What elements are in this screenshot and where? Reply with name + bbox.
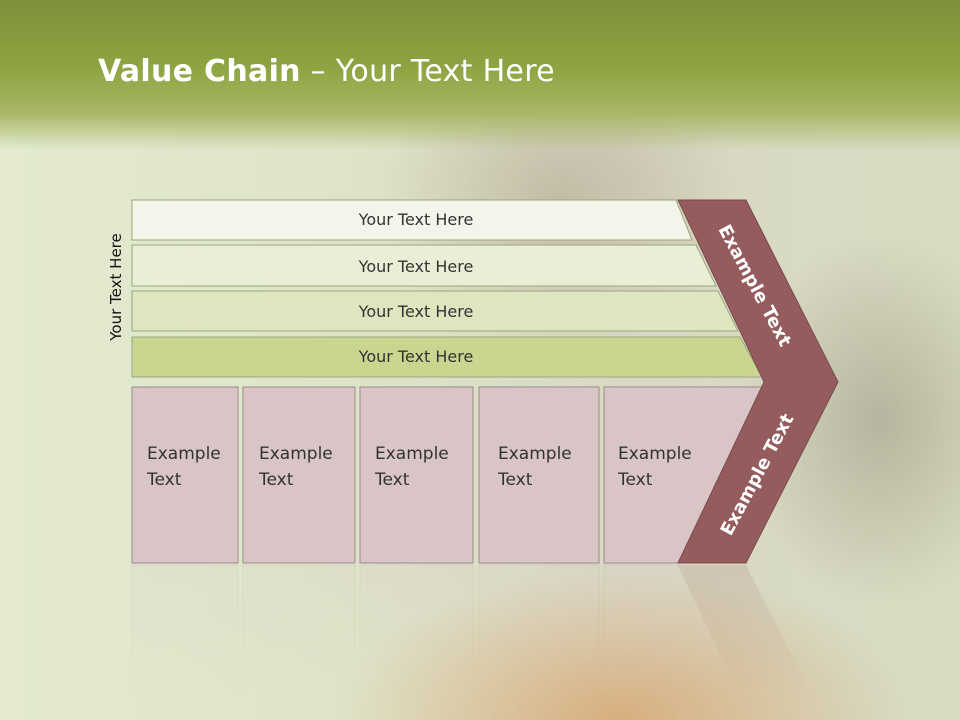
primary-box-3 xyxy=(359,386,474,564)
primary-box-1-line2: Text xyxy=(146,470,182,490)
reflection-box-3 xyxy=(359,564,474,720)
diagram-reflection xyxy=(131,564,825,720)
reflection-box-4 xyxy=(478,564,600,720)
support-band-label-2: Your Text Here xyxy=(358,257,474,276)
reflection-box-1 xyxy=(131,564,239,720)
support-band-label-4: Your Text Here xyxy=(358,347,474,366)
primary-box-4-line1: Example xyxy=(498,444,572,464)
primary-box-3-line1: Example xyxy=(375,444,449,464)
reflection-box-5 xyxy=(603,564,753,720)
support-band-3 xyxy=(131,290,739,332)
primary-box-2-line2: Text xyxy=(258,470,294,490)
title-bar xyxy=(0,0,960,150)
reflection-chevron xyxy=(678,565,825,720)
title-rest: – Your Text Here xyxy=(300,54,555,89)
primary-box-3-line2: Text xyxy=(374,470,410,490)
primary-box-2-line1: Example xyxy=(259,444,333,464)
primary-box-4-line2: Text xyxy=(497,470,533,490)
support-band-label-1: Your Text Here xyxy=(358,210,474,229)
support-band-label-3: Your Text Here xyxy=(358,302,474,321)
support-bands: Your Text Here Your Text Here Your Text … xyxy=(131,199,763,378)
primary-box-1-line1: Example xyxy=(147,444,221,464)
support-band-1 xyxy=(131,199,693,241)
slide-title: Value Chain – Your Text Here xyxy=(98,54,555,89)
primary-box-5-line1: Example xyxy=(618,444,692,464)
title-bold: Value Chain xyxy=(98,54,301,89)
primary-boxes: Example Text Example Text Example Text E… xyxy=(131,386,763,564)
reflection-box-2 xyxy=(242,564,356,720)
primary-box-5-line2: Text xyxy=(617,470,653,490)
primary-box-4 xyxy=(478,386,600,564)
primary-box-2 xyxy=(242,386,356,564)
primary-box-1 xyxy=(131,386,239,564)
support-band-2 xyxy=(131,244,717,287)
chevron-shape xyxy=(677,199,839,564)
